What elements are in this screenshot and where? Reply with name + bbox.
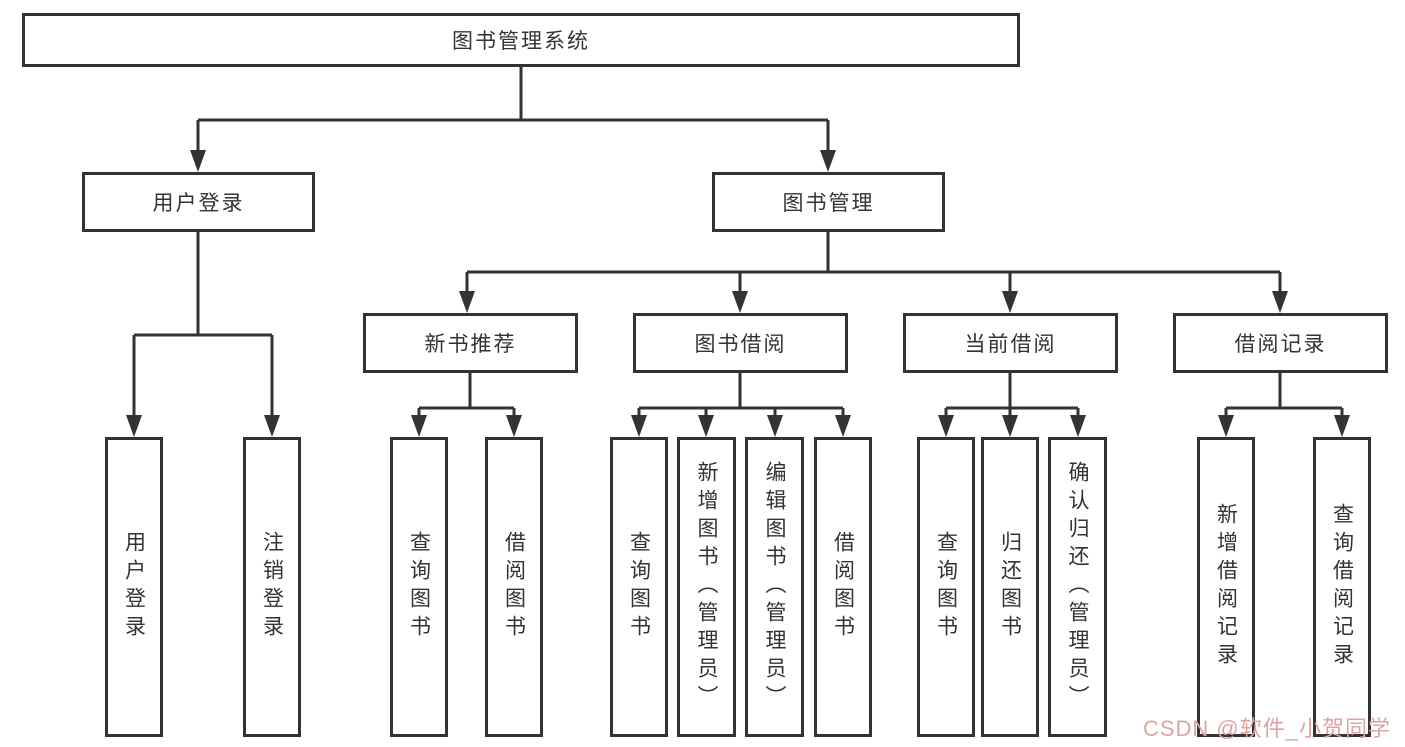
arrowhead — [190, 150, 206, 172]
node-label: 当前借阅 — [964, 333, 1057, 356]
arrowhead — [1218, 415, 1234, 437]
arrowhead — [411, 415, 427, 437]
arrowhead — [506, 415, 522, 437]
node-borrowing-records: 借阅记录 — [1173, 313, 1388, 373]
leaf-nbr-query-books: 查询图书 — [390, 437, 448, 737]
arrowhead — [1272, 291, 1288, 313]
connector-br-to-leaves — [1224, 373, 1344, 418]
leaf-cb-return-books: 归还图书 — [981, 437, 1039, 737]
connector-userlogin-to-leaves — [132, 232, 274, 418]
node-label: 用户登录 — [152, 192, 245, 215]
leaf-label: 查询图书 — [627, 531, 651, 643]
leaf-label: 查询图书 — [934, 531, 958, 643]
leaf-bb-query-books: 查询图书 — [610, 437, 668, 737]
leaf-label: 查询图书 — [407, 531, 431, 643]
leaf-label: 归还图书 — [998, 531, 1022, 643]
leaf-br-query-record: 查询借阅记录 — [1313, 437, 1371, 737]
leaf-label: 新增借阅记录 — [1214, 503, 1238, 671]
node-book-management: 图书管理 — [712, 172, 945, 232]
watermark: CSDN @软件_小贺同学 — [1142, 716, 1391, 741]
node-book-borrowing: 图书借阅 — [633, 313, 848, 373]
leaf-label: 借阅图书 — [502, 531, 526, 643]
connector-bookmgmt-to-level3 — [465, 232, 1282, 294]
leaf-br-add-record: 新增借阅记录 — [1197, 437, 1255, 737]
arrowhead — [264, 415, 280, 437]
node-label: 图书管理 — [782, 192, 875, 215]
node-new-book-recommend: 新书推荐 — [363, 313, 578, 373]
arrowhead — [1070, 415, 1086, 437]
arrowhead — [1002, 415, 1018, 437]
arrowhead — [1334, 415, 1350, 437]
arrowhead — [938, 415, 954, 437]
node-label: 新书推荐 — [424, 333, 517, 356]
node-label: 图书管理系统 — [452, 30, 590, 53]
arrowhead — [459, 291, 475, 313]
leaf-logout: 注销登录 — [243, 437, 301, 737]
leaf-user-login: 用户登录 — [105, 437, 163, 737]
node-label: 图书借阅 — [694, 333, 787, 356]
leaf-label: 借阅图书 — [831, 531, 855, 643]
arrowhead — [732, 291, 748, 313]
leaf-cb-confirm-return-admin: 确认归还（管理员） — [1048, 437, 1107, 737]
leaf-label: 注销登录 — [260, 531, 284, 643]
connector-cb-to-leaves — [944, 373, 1080, 418]
leaf-label: 新增图书（管理员） — [695, 461, 718, 713]
arrowhead — [698, 415, 714, 437]
arrowhead — [820, 150, 836, 172]
arrowhead — [126, 415, 142, 437]
leaf-label: 确认归还（管理员） — [1066, 461, 1089, 713]
leaf-cb-query-books: 查询图书 — [917, 437, 975, 737]
node-library-management-system: 图书管理系统 — [22, 13, 1020, 67]
connector-nbr-to-leaves — [417, 373, 516, 418]
leaf-label: 用户登录 — [122, 531, 146, 643]
node-current-borrowing: 当前借阅 — [903, 313, 1118, 373]
leaf-bb-edit-books-admin: 编辑图书（管理员） — [745, 437, 804, 737]
leaf-nbr-borrow-books: 借阅图书 — [485, 437, 543, 737]
leaf-label: 编辑图书（管理员） — [763, 461, 786, 713]
leaf-bb-borrow-books: 借阅图书 — [814, 437, 872, 737]
arrowhead — [767, 415, 783, 437]
leaf-bb-add-books-admin: 新增图书（管理员） — [677, 437, 736, 737]
connector-bb-to-leaves — [637, 373, 845, 418]
leaf-label: 查询借阅记录 — [1330, 503, 1354, 671]
arrowhead — [631, 415, 647, 437]
node-user-login: 用户登录 — [82, 172, 315, 232]
arrowhead — [835, 415, 851, 437]
arrowhead — [1002, 291, 1018, 313]
connector-root-to-level2 — [196, 67, 830, 153]
node-label: 借阅记录 — [1234, 333, 1327, 356]
